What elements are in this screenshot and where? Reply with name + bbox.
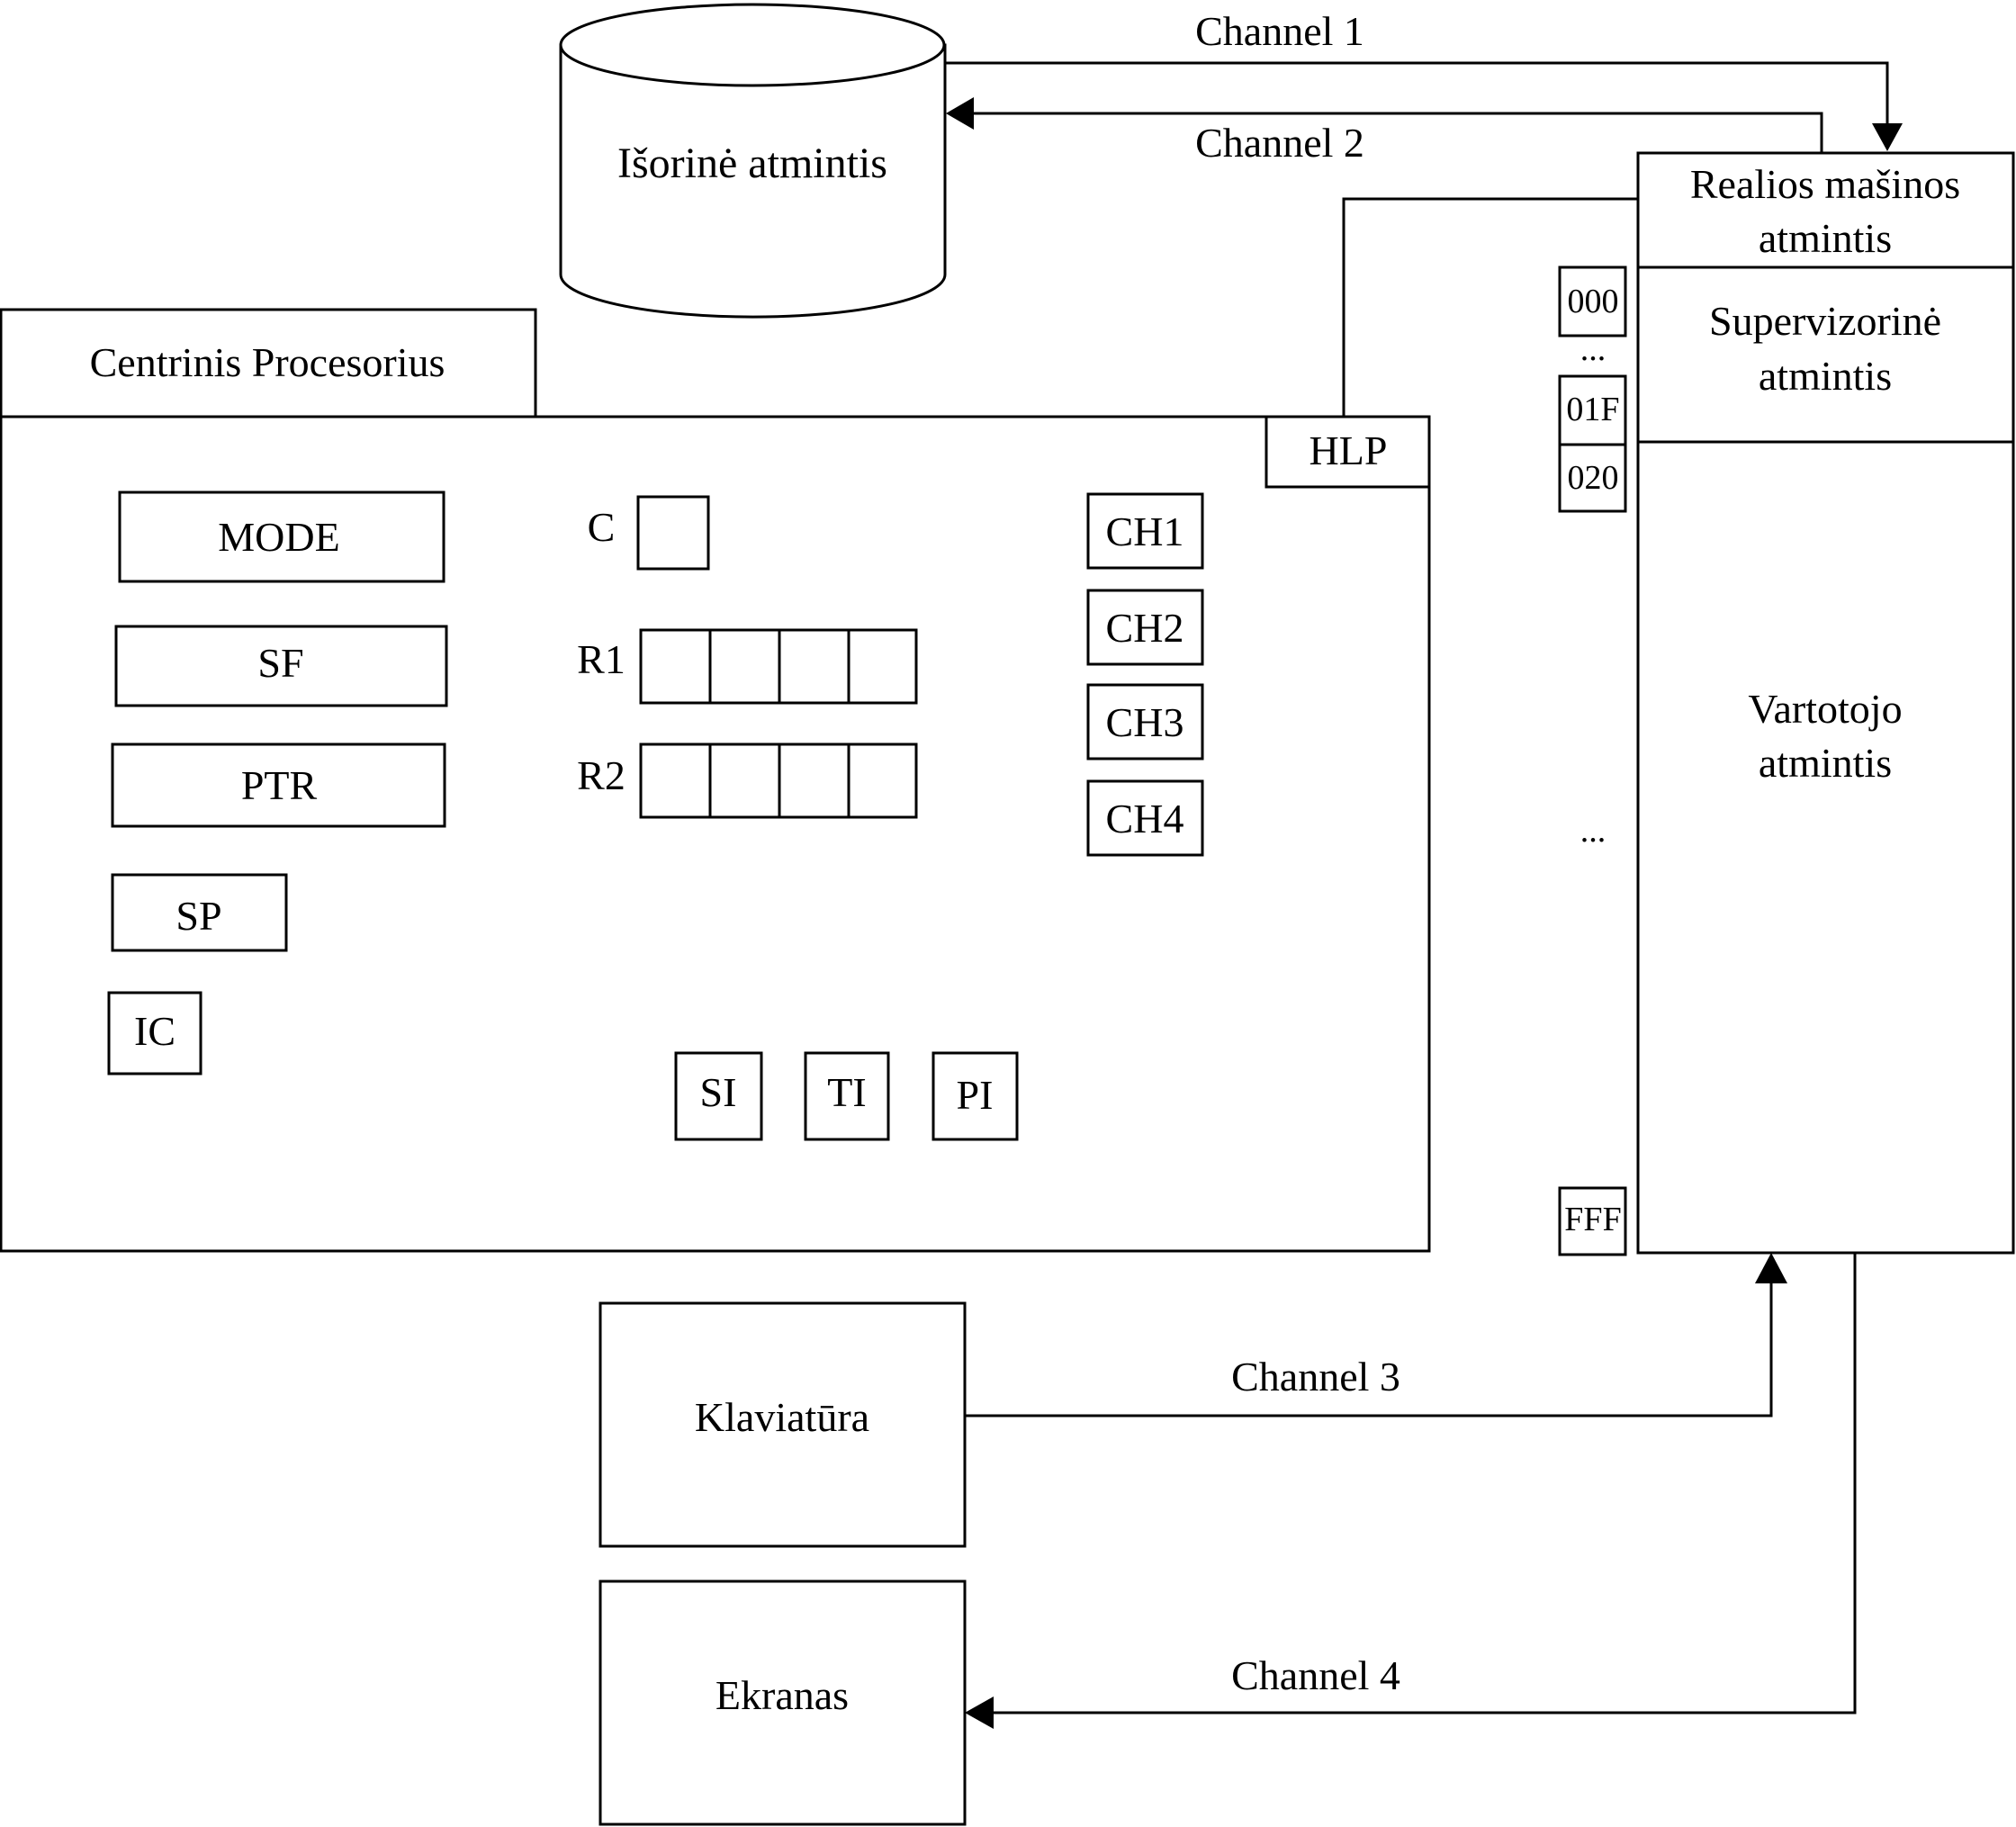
channel-1-connector <box>945 61 1903 151</box>
real-memory-title-line1: Realios mašinos <box>1690 161 1960 207</box>
channel-3-connector <box>965 1253 1787 1418</box>
mode-label: MODE <box>218 514 339 560</box>
address-01f: 01F <box>1566 391 1619 428</box>
address-fff: FFF <box>1564 1201 1621 1238</box>
ptr-label: PTR <box>241 762 318 808</box>
sp-label: SP <box>176 893 221 939</box>
real-machine-memory: Realios mašinos atmintis Supervizorinė a… <box>1636 151 2015 1255</box>
r2-byte <box>778 742 850 819</box>
r2-register <box>639 742 918 819</box>
channel-1-label: Channel 1 <box>1195 8 1364 54</box>
ch4-label: CH4 <box>1106 796 1184 842</box>
hlp-label: HLP <box>1310 428 1388 473</box>
address-column: 000 ... 01F 020 ... FFF <box>1558 266 1627 1256</box>
r1-register <box>639 628 918 705</box>
address-020: 020 <box>1568 459 1619 497</box>
hlp-memory-connector <box>1342 197 1638 417</box>
screen-device <box>598 1580 967 1826</box>
c-register <box>636 495 710 571</box>
ic-label: IC <box>134 1008 176 1054</box>
cpu-title: Centrinis Procesorius <box>90 339 446 385</box>
external-memory-cylinder: Išorinė atmintis <box>559 3 947 319</box>
cpu: Centrinis Procesorius HLP MODE SF PTR SP… <box>0 308 1431 1253</box>
supervisor-memory-line1: Supervizorinė <box>1709 298 1941 344</box>
ch4-register <box>1086 779 1204 857</box>
ch2-register <box>1086 589 1204 666</box>
keyboard-device <box>598 1301 967 1548</box>
ch3-label: CH3 <box>1106 699 1184 745</box>
r1-byte <box>847 628 918 705</box>
r2-byte <box>639 742 712 819</box>
ptr-register <box>111 742 446 828</box>
ti-label: TI <box>827 1069 866 1115</box>
channel-2-label: Channel 2 <box>1195 120 1364 166</box>
address-000: 000 <box>1568 283 1619 320</box>
address-fff-box <box>1558 1186 1627 1256</box>
screen-label: Ekranas <box>716 1672 849 1718</box>
keyboard-label: Klaviatūra <box>695 1394 869 1440</box>
address-dots-top: ... <box>1580 330 1606 368</box>
ch2-label: CH2 <box>1106 605 1184 651</box>
pi-label: PI <box>957 1072 994 1118</box>
supervisor-memory-line2: atmintis <box>1759 353 1892 399</box>
user-memory-line2: atmintis <box>1759 740 1892 786</box>
r1-byte <box>778 628 850 705</box>
address-01f-box <box>1558 374 1627 446</box>
hlp-register <box>1264 415 1431 489</box>
address-dots-mid: ... <box>1580 812 1606 850</box>
pi-register <box>932 1051 1019 1141</box>
ch3-register <box>1086 683 1204 760</box>
ic-register <box>107 991 202 1076</box>
address-000-box <box>1558 266 1627 338</box>
external-memory-label: Išorinė atmintis <box>617 140 887 187</box>
r2-byte <box>847 742 918 819</box>
r1-label: R1 <box>577 636 626 682</box>
ch1-register <box>1086 492 1204 570</box>
sf-label: SF <box>257 640 303 686</box>
c-label: C <box>588 504 616 550</box>
real-memory-outer <box>1636 151 2015 1255</box>
mode-register <box>118 490 446 583</box>
sf-register <box>114 625 448 707</box>
channel-4-label: Channel 4 <box>1231 1652 1400 1698</box>
channel-3-label: Channel 3 <box>1231 1354 1400 1400</box>
si-label: SI <box>700 1069 737 1115</box>
si-register <box>674 1051 763 1141</box>
r2-byte <box>708 742 781 819</box>
r1-byte <box>639 628 712 705</box>
address-020-box <box>1558 443 1627 513</box>
channel-2-connector <box>946 97 1823 153</box>
user-memory-line1: Vartotojo <box>1748 686 1902 732</box>
ch1-label: CH1 <box>1106 508 1184 554</box>
real-memory-title-line2: atmintis <box>1759 215 1892 261</box>
ti-register <box>804 1051 890 1141</box>
r2-label: R2 <box>577 752 626 798</box>
r1-byte <box>708 628 781 705</box>
sp-register <box>111 873 288 952</box>
channel-4-connector <box>965 1253 1857 1729</box>
